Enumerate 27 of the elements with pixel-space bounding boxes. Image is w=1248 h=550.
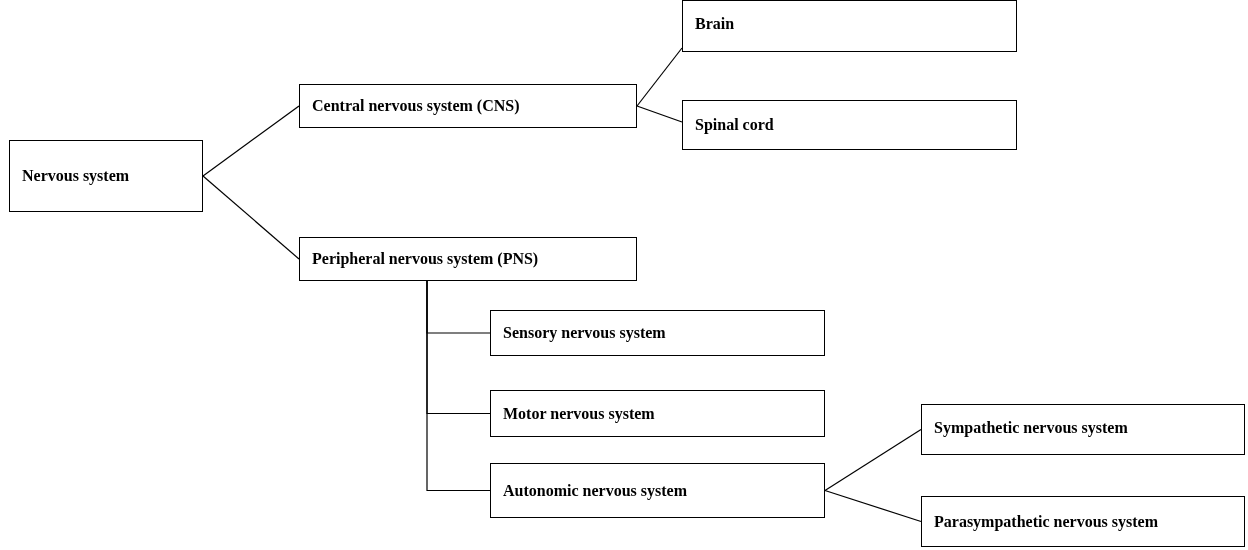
category-box	[682, 0, 1017, 52]
category-box	[921, 496, 1245, 547]
connector-line	[824, 428, 922, 492]
connector-line	[202, 105, 300, 177]
connector-line	[824, 489, 922, 523]
category-box	[9, 140, 203, 212]
box-label: Peripheral nervous system (PNS)	[312, 250, 539, 268]
box-label: Parasympathetic nervous system	[934, 512, 1158, 531]
category-box	[490, 463, 825, 518]
box-label: Nervous system	[22, 167, 130, 185]
box-label: Motor nervous system	[503, 404, 655, 423]
category-box	[921, 404, 1245, 455]
box-label: Central nervous system (CNS)	[312, 97, 520, 115]
category-box	[490, 310, 825, 356]
connector-line	[426, 280, 491, 492]
connector-line	[636, 105, 683, 123]
box-label: Sensory nervous system	[503, 324, 666, 342]
category-box	[299, 237, 637, 281]
category-box	[490, 390, 825, 437]
category-box	[682, 100, 1017, 150]
box-label: Brain	[695, 15, 735, 33]
category-box	[299, 84, 637, 128]
box-label: Autonomic nervous system	[503, 481, 687, 500]
connector-line	[202, 175, 300, 260]
box-label: Sympathetic nervous system	[934, 419, 1128, 437]
connector-line	[636, 47, 683, 107]
box-label: Spinal cord	[695, 116, 774, 134]
